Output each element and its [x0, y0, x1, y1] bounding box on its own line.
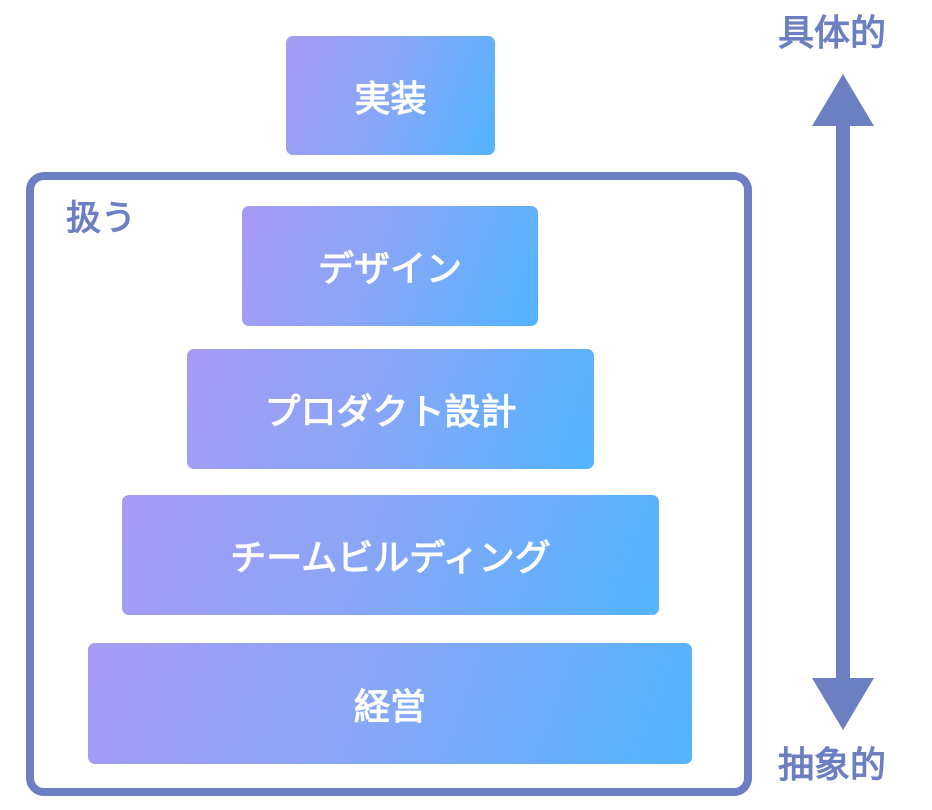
- layer-product-design: プロダクト設計: [187, 349, 594, 469]
- layer-management: 経営: [88, 643, 692, 764]
- arrow-shaft: [836, 124, 850, 680]
- arrow-head-down: [812, 678, 874, 730]
- double-arrow-icon: [812, 74, 874, 730]
- layer-design: デザイン: [242, 206, 538, 326]
- scope-frame: [26, 172, 752, 796]
- axis-label-concrete: 具体的: [778, 13, 887, 54]
- axis-label-abstract: 抽象的: [778, 745, 887, 786]
- layer-team-building: チームビルディング: [122, 495, 659, 615]
- layer-implementation: 実装: [286, 36, 495, 155]
- scope-label: 扱う: [66, 199, 137, 239]
- arrow-head-up: [812, 74, 874, 126]
